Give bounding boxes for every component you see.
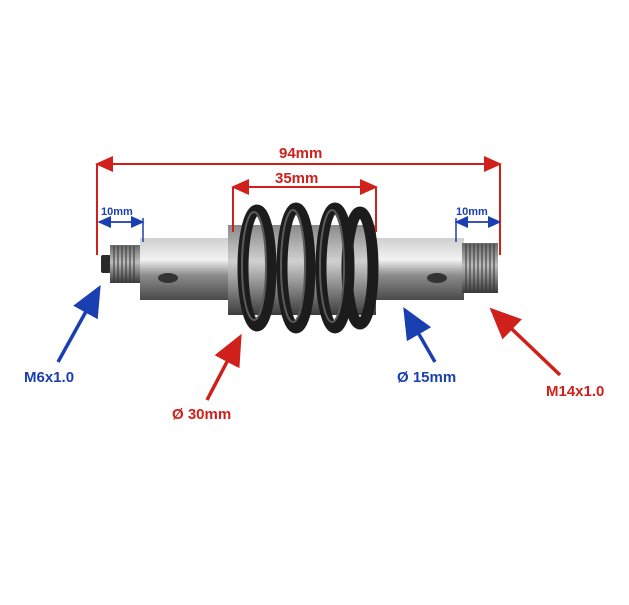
shaft [101,225,498,315]
right-thread-lines [465,244,495,292]
left-shaft-hole [158,273,178,283]
right-thread-length-label: 10mm [456,206,488,218]
right-shaft-hole [427,273,447,283]
overall-length-label: 94mm [279,145,323,162]
callout-arrows [56,284,562,401]
left-thread [110,245,140,283]
right-thread-callout: M14x1.0 [546,383,605,400]
left-shaft-body [140,238,230,300]
spring-diameter-callout: Ø 30mm [172,406,232,423]
dimension-lines [95,156,502,255]
left-stud [101,255,111,273]
spring-length-label: 35mm [275,170,319,187]
right-thread [462,243,498,293]
left-thread-lines [113,246,135,282]
shaft-diameter-callout: Ø 15mm [397,369,457,386]
left-thread-length-label: 10mm [101,206,133,218]
left-thread-callout: M6x1.0 [24,369,75,386]
spring-highlights [241,209,345,323]
right-shaft-body [372,238,464,300]
